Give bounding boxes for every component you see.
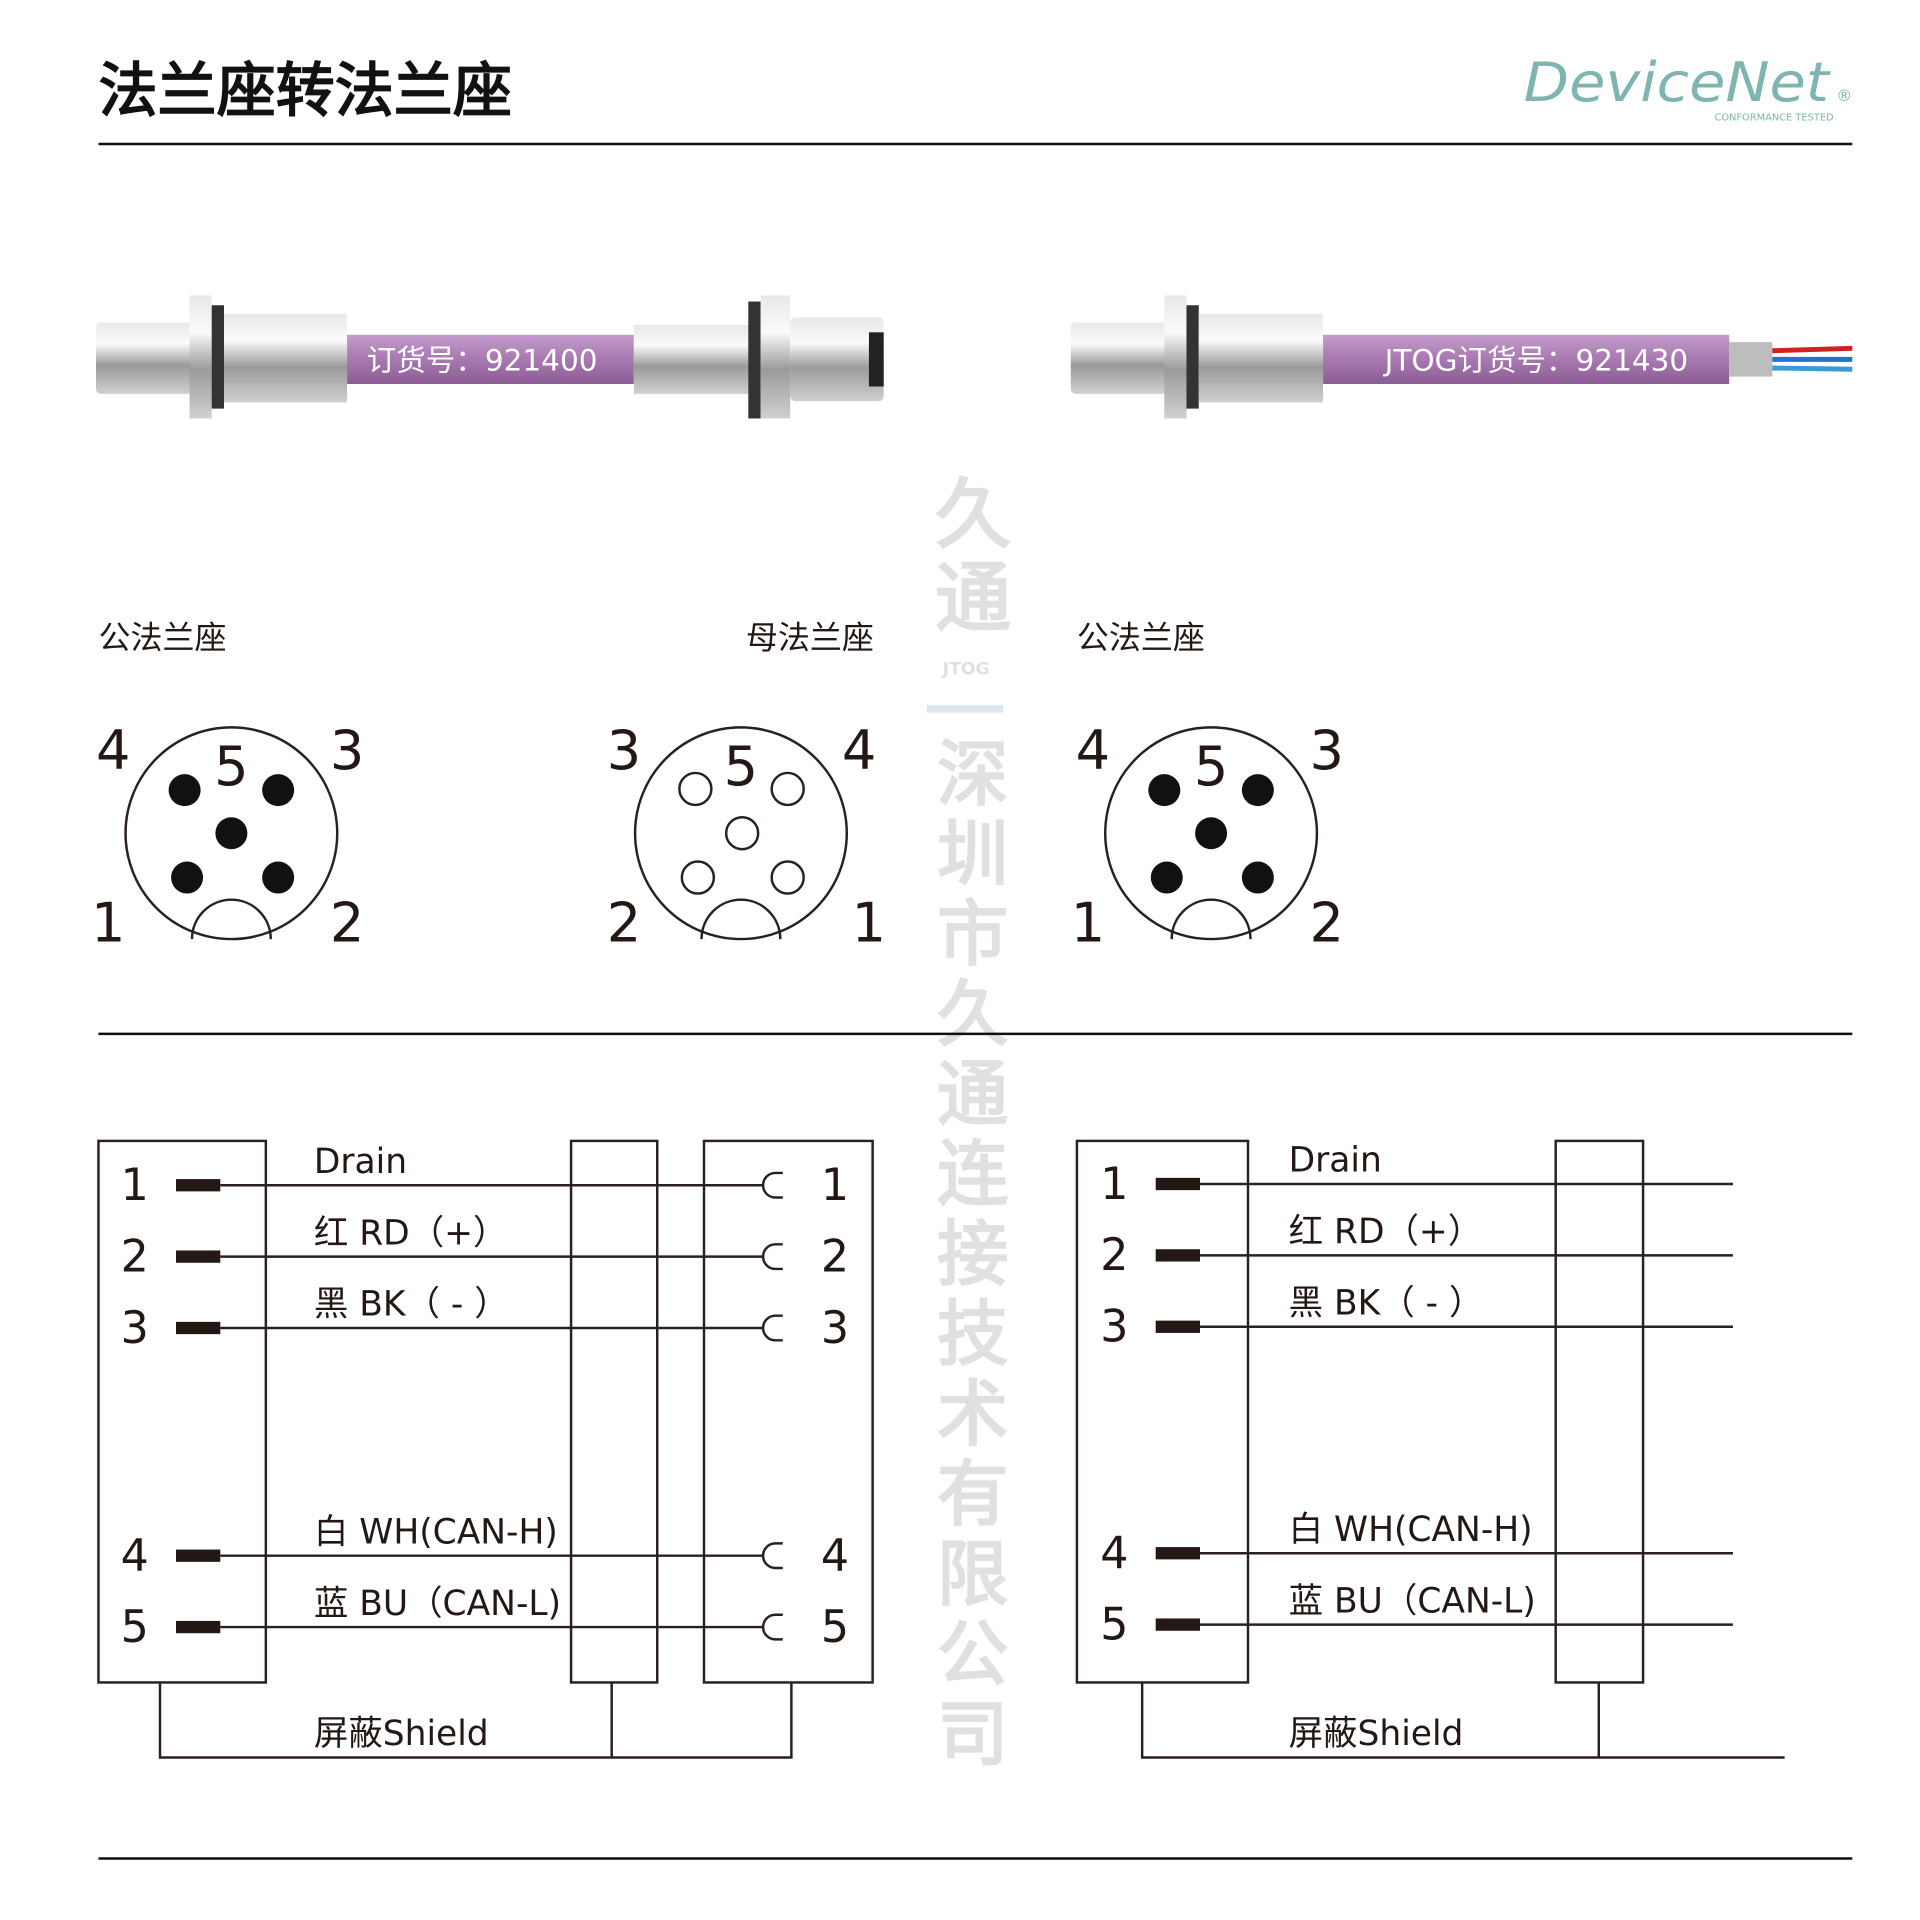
connector-caption: 母法兰座 [746, 619, 874, 657]
pin-contact [1155, 1249, 1200, 1262]
pin-contact [1155, 1618, 1200, 1631]
wire-row: 1 Drain [1100, 1141, 1733, 1210]
pin-label: 1 [852, 892, 886, 955]
pin-number: 2 [121, 1231, 149, 1282]
wire-row: 5 蓝 BU（CAN-L) 5 [121, 1584, 849, 1653]
pin-contact [176, 1179, 221, 1192]
cable-assembly-921400: 订货号：921400 [96, 295, 884, 419]
socket-contact-icon [761, 1613, 783, 1641]
connector-caption: 公法兰座 [98, 619, 226, 657]
wire-row: 2 红 RD（+） 2 [121, 1213, 849, 1282]
pin-label: 3 [607, 719, 641, 782]
logo-tagline: CONFORMANCE TESTED [1714, 113, 1833, 124]
pin-label: 1 [91, 892, 125, 955]
pin-label: 5 [724, 735, 758, 798]
pin-contact [176, 1321, 221, 1335]
cable-assembly-921430: JTOG订货号：921430 [1070, 295, 1853, 419]
pin-number: 3 [821, 1303, 849, 1354]
wire-row: 3 黑 BK（ - ） 3 [121, 1285, 849, 1354]
pin-contact [1155, 1177, 1200, 1191]
watermark-company: 深圳市久通连接技术有限公司 [925, 736, 1009, 1776]
pin-label: 2 [607, 892, 641, 955]
wire-label: 白 WH(CAN-H) [314, 1512, 558, 1552]
wire-label: 黑 BK（ - ） [314, 1285, 509, 1325]
pin-number: 5 [821, 1602, 849, 1653]
wire-label: Drain [1289, 1141, 1382, 1181]
wire-row: 2 红 RD（+） [1100, 1212, 1733, 1281]
wire-label: 蓝 BU（CAN-L) [314, 1584, 561, 1624]
pin-label: 3 [1310, 719, 1344, 782]
wire-label: 黑 BK（ - ） [1289, 1283, 1484, 1323]
socket-contact-icon [761, 1314, 783, 1342]
pin-contact [1155, 1320, 1200, 1333]
pin-label: 2 [1310, 892, 1344, 955]
pin-contact [176, 1250, 221, 1263]
wire-row: 4 白 WH(CAN-H) 4 [121, 1512, 849, 1581]
pin-label: 5 [214, 735, 248, 798]
pin-number: 1 [821, 1160, 849, 1211]
pin-number: 2 [821, 1231, 849, 1282]
cable-order-label: JTOG订货号：921430 [1383, 343, 1689, 377]
pin-label: 2 [330, 892, 364, 955]
male-pinout-diagram: 4 5 3 1 2 [1071, 719, 1344, 954]
male-pinout-diagram: 4 5 3 1 2 [91, 719, 364, 954]
pin-number: 4 [121, 1530, 149, 1581]
devicenet-logo: DeviceNet ® CONFORMANCE TESTED [1524, 51, 1853, 124]
pin-number: 1 [1100, 1159, 1128, 1210]
socket-contact-icon [761, 1243, 783, 1271]
socket-contact-icon [761, 1171, 783, 1199]
pin-contact [176, 1620, 221, 1634]
pin-number: 3 [121, 1303, 149, 1354]
watermark-brand: 久通 [922, 474, 1011, 641]
shield-label: 屏蔽Shield [314, 1714, 489, 1754]
pin-label: 4 [96, 719, 130, 782]
wire-label: 红 RD（+） [314, 1213, 508, 1253]
page-title: 法兰座转法兰座 [98, 56, 511, 125]
watermark-brand-en: JTOG [942, 659, 990, 679]
pin-number: 3 [1100, 1302, 1128, 1353]
pin-number: 2 [1100, 1230, 1128, 1281]
shield-label: 屏蔽Shield [1289, 1714, 1464, 1754]
pin-label: 4 [842, 719, 876, 782]
wire-label: 白 WH(CAN-H) [1289, 1510, 1533, 1550]
logo-name: DeviceNet [1524, 51, 1831, 114]
pin-label: 5 [1194, 735, 1228, 798]
logo-mark: ® [1836, 86, 1852, 105]
pin-label: 4 [1076, 719, 1110, 782]
wire-label: Drain [314, 1142, 407, 1182]
wire-label: 蓝 BU（CAN-L) [1289, 1581, 1536, 1621]
pin-label: 1 [1071, 892, 1105, 955]
pin-contact [176, 1549, 221, 1562]
pin-number: 1 [121, 1160, 149, 1211]
wiring-diagram-921430: 1 Drain 2 红 RD（+） 3 黑 BK（ - ） 4 白 WH(CAN-H) 5 蓝 B… [1075, 1139, 1785, 1759]
wire-row: 1 Drain 1 [121, 1142, 849, 1211]
wire-row: 4 白 WH(CAN-H) [1100, 1510, 1733, 1579]
pin-number: 5 [1100, 1599, 1128, 1650]
wire-row: 5 蓝 BU（CAN-L) [1100, 1581, 1733, 1650]
connector-caption: 公法兰座 [1077, 619, 1205, 657]
watermark: 久通 JTOG 深圳市久通连接技术有限公司 [922, 474, 1011, 1776]
cable-order-label: 订货号：921400 [367, 343, 598, 377]
female-pinout-diagram: 3 5 4 2 1 [607, 719, 886, 954]
wire-label: 红 RD（+） [1289, 1212, 1483, 1252]
pin-contact [1155, 1547, 1200, 1560]
pin-number: 4 [1100, 1528, 1128, 1579]
pin-label: 3 [330, 719, 364, 782]
pin-number: 5 [121, 1602, 149, 1653]
wire-row: 3 黑 BK（ - ） [1100, 1283, 1733, 1353]
pin-number: 4 [821, 1530, 849, 1581]
socket-contact-icon [761, 1542, 783, 1570]
